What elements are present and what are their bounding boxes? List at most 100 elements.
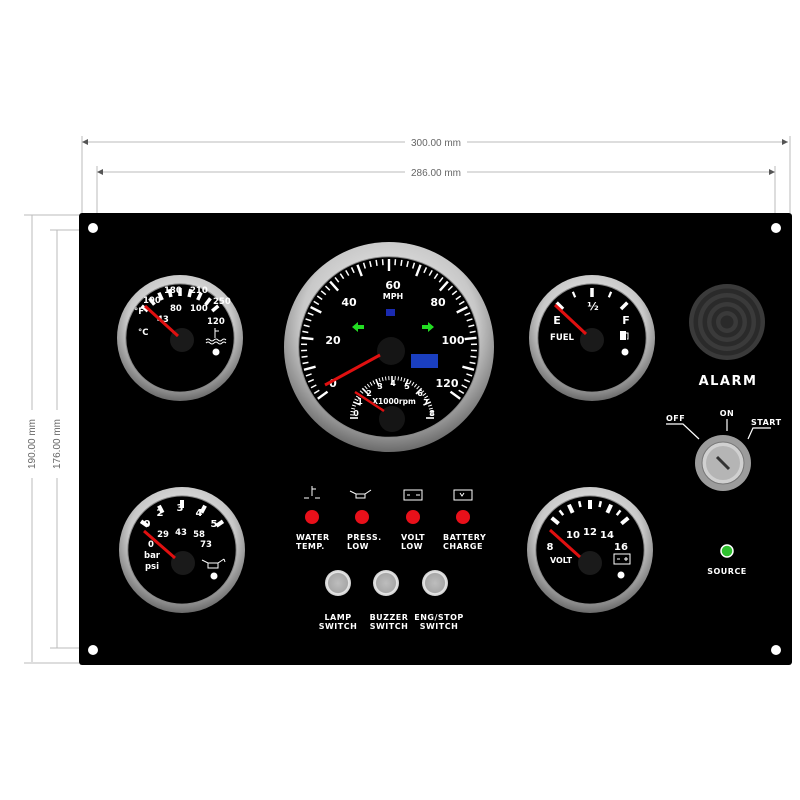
speed-tick bbox=[350, 267, 355, 274]
psi-label: 58 bbox=[193, 530, 205, 540]
speed-needle-hub bbox=[377, 337, 405, 365]
speed-tick bbox=[307, 378, 315, 383]
speed-label: 100 bbox=[442, 334, 465, 347]
speed-tick bbox=[310, 384, 317, 389]
speed-tick bbox=[310, 305, 322, 314]
temp-label: 120 bbox=[207, 317, 225, 327]
bar-label: 4 bbox=[196, 508, 203, 519]
speed-tick bbox=[303, 324, 310, 328]
temp-label: 100 bbox=[190, 304, 208, 314]
bar-label: 3 bbox=[177, 503, 184, 514]
speed-tick bbox=[362, 262, 367, 269]
rpm-tick bbox=[420, 390, 425, 394]
speed-tick bbox=[451, 290, 458, 296]
fuel-tick bbox=[571, 291, 577, 298]
bar-label: 0 bbox=[144, 519, 151, 530]
rpm-tick bbox=[424, 395, 429, 399]
rpm-label: 3 bbox=[377, 382, 383, 391]
speed-tick bbox=[356, 264, 363, 277]
warning-label: LOW bbox=[347, 542, 369, 551]
oil-can-icon bbox=[201, 558, 226, 569]
rpm-tick bbox=[422, 392, 427, 397]
needle-hub bbox=[578, 551, 602, 575]
unit-psi: psi bbox=[145, 562, 159, 572]
oil-can-icon bbox=[349, 489, 372, 499]
speed-tick bbox=[469, 330, 476, 334]
outer-height-label: 190.00 mm bbox=[27, 419, 38, 469]
rpm-label: 0 bbox=[353, 409, 359, 418]
fuel-gauge: E ½ F FUEL bbox=[550, 300, 630, 356]
switch-label: SWITCH bbox=[319, 622, 358, 631]
rpm-label: 6 bbox=[417, 389, 423, 398]
temp-label: 80 bbox=[170, 304, 182, 314]
rpm-tick bbox=[425, 398, 430, 402]
warning-label: BATTERY bbox=[443, 533, 486, 542]
unit-c: °C bbox=[138, 328, 149, 338]
rpm-tick bbox=[415, 387, 423, 395]
fuel-needle bbox=[553, 303, 588, 336]
speed-tick bbox=[466, 373, 473, 377]
psi-label: 29 bbox=[157, 530, 169, 540]
volt-dial bbox=[535, 495, 645, 605]
indicator-dot bbox=[210, 572, 218, 580]
oil-tick bbox=[139, 519, 149, 528]
rpm-tick bbox=[350, 410, 355, 413]
rpm-label: 5 bbox=[404, 382, 410, 391]
rpm-tick bbox=[403, 377, 406, 383]
speed-tick bbox=[301, 355, 308, 358]
speed-unit: MPH bbox=[383, 292, 404, 301]
indicator-dot bbox=[212, 348, 220, 356]
rpm-needle-hub bbox=[379, 406, 405, 432]
bar-label: 2 bbox=[157, 508, 164, 519]
rpm-tick bbox=[364, 385, 368, 390]
speed-tick bbox=[406, 260, 409, 268]
speed-label: 20 bbox=[325, 334, 341, 347]
speaker-ring bbox=[720, 315, 734, 329]
speed-label: 60 bbox=[385, 279, 401, 292]
eng-stop-switch-button[interactable] bbox=[422, 570, 448, 596]
left-turn-arrow-icon bbox=[352, 322, 364, 332]
battery-charge-led bbox=[456, 510, 470, 524]
speed-tick bbox=[369, 260, 372, 268]
temp-tick bbox=[148, 297, 156, 306]
buzzer-switch-button[interactable] bbox=[373, 570, 399, 596]
rpm-tick bbox=[351, 404, 357, 407]
rpm-tick bbox=[427, 404, 433, 407]
rpm-tick bbox=[351, 407, 356, 410]
temp-tick bbox=[167, 288, 173, 298]
rpm-tick bbox=[366, 383, 371, 388]
push-switches: LAMP SWITCH BUZZER SWITCH ENG/STOP SWITC… bbox=[319, 570, 463, 631]
rpm-tick bbox=[359, 390, 364, 394]
rpm-tick bbox=[372, 380, 376, 385]
speed-tick bbox=[466, 318, 473, 322]
fuel-half-label: ½ bbox=[587, 300, 598, 313]
speed-tick bbox=[468, 324, 475, 328]
temp-tick bbox=[157, 291, 164, 301]
speed-tick bbox=[302, 330, 309, 334]
speed-tick bbox=[455, 295, 462, 301]
fuel-tick bbox=[607, 291, 613, 298]
speed-tick bbox=[423, 267, 428, 274]
lamp-switch-button[interactable] bbox=[325, 570, 351, 596]
warning-label: PRESS. bbox=[347, 533, 382, 542]
speed-tick bbox=[320, 290, 327, 296]
needle-hub bbox=[171, 551, 195, 575]
voltmeter: 8 10 12 14 16 VOLT bbox=[547, 527, 631, 579]
bar-label: 5 bbox=[211, 519, 218, 530]
speed-tick bbox=[307, 312, 314, 316]
warning-label: WATER bbox=[296, 533, 330, 542]
rpm-tick bbox=[404, 378, 409, 387]
battery-charge-icon bbox=[453, 489, 473, 501]
speed-tick bbox=[449, 390, 461, 400]
temp-tick bbox=[140, 304, 149, 313]
rpm-needle bbox=[354, 390, 385, 413]
oil-tick bbox=[215, 519, 225, 528]
speed-tick bbox=[313, 389, 320, 395]
speed-tick bbox=[447, 285, 454, 291]
ignition-start-label: START bbox=[751, 418, 782, 427]
volt-tick bbox=[567, 503, 575, 514]
volt-tick bbox=[550, 516, 560, 526]
temp-needle bbox=[143, 304, 180, 338]
volt-label: 14 bbox=[600, 530, 614, 541]
